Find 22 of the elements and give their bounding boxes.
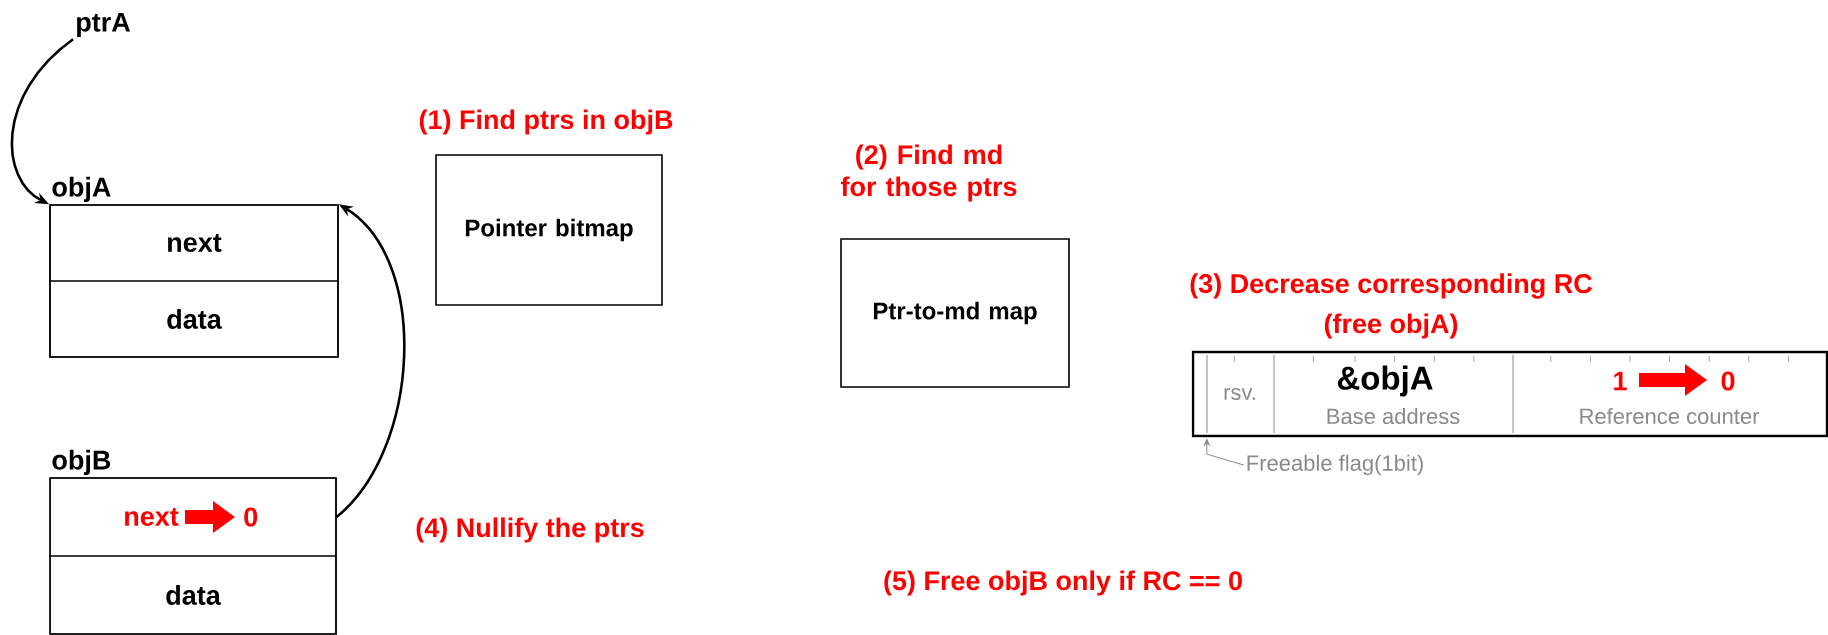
step-label: (free objA): [1324, 313, 1458, 339]
leader-line: [1204, 438, 1245, 466]
field-cell: data: [49, 555, 337, 635]
step-label: (5) Free objB only if RC == 0: [884, 570, 1242, 596]
table-box: Ptr-to-md map: [840, 238, 1070, 388]
step-label: (4) Nullify the ptrs: [416, 517, 644, 543]
counter-value: 0: [1721, 371, 1735, 391]
field-cell: data: [49, 280, 339, 358]
address-value: &objA: [1337, 365, 1433, 397]
node-label: objB: [52, 449, 111, 475]
table-box: Pointer bitmap: [435, 154, 663, 306]
counter-value: 1: [1614, 371, 1627, 391]
field-cell: rsv.: [1206, 354, 1255, 434]
caption-text: Freeable flag(1bit): [1247, 454, 1423, 476]
field-cell: next 0: [49, 477, 337, 557]
step-label: (3) Decrease corresponding RC: [1190, 273, 1593, 299]
step-label: (1) Find ptrs in objB: [419, 109, 673, 135]
arrow: [335, 204, 406, 518]
field-cell: next: [49, 204, 339, 282]
node-label: objA: [52, 176, 111, 202]
pointer-label: ptrA: [77, 12, 131, 38]
step-label: (2) Find md for those ptrs: [840, 144, 1017, 202]
